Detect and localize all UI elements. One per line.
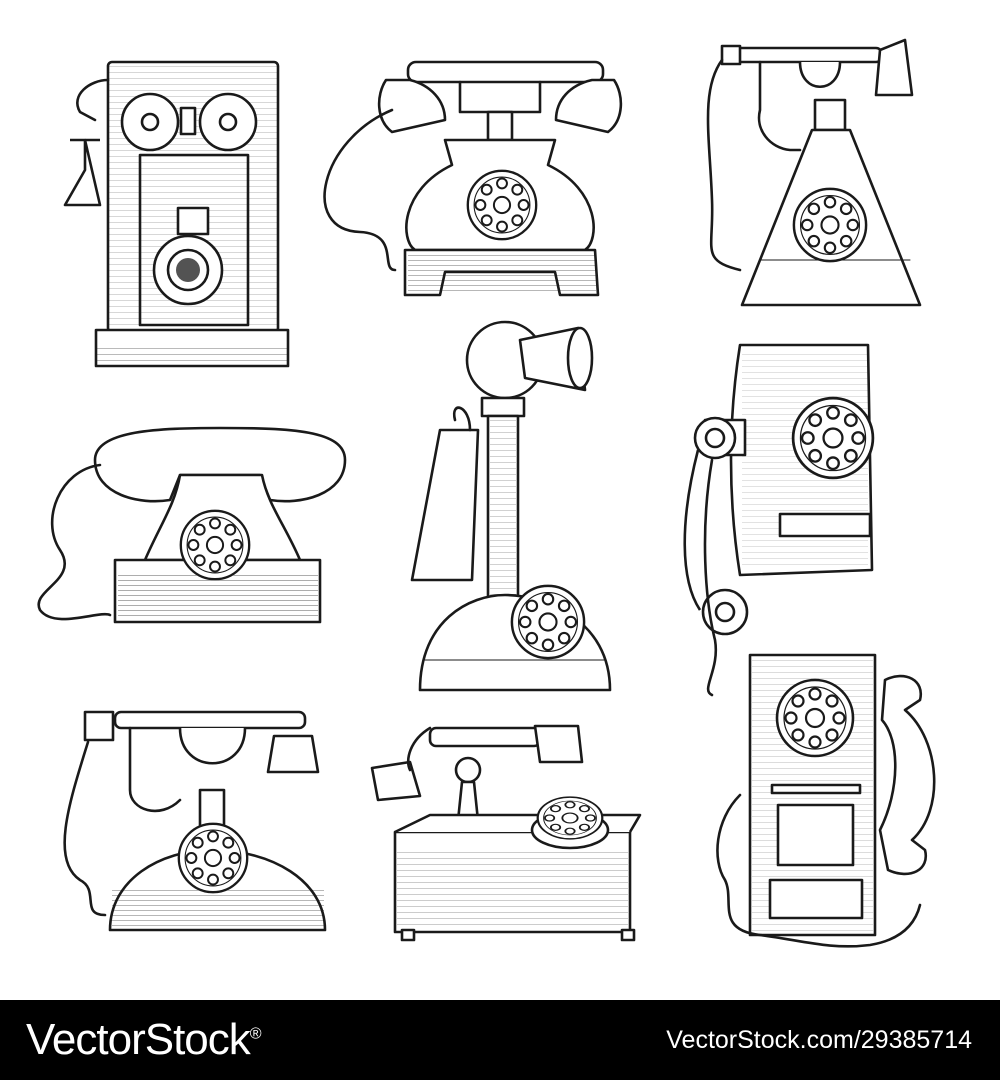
image-credit: VectorStock.com/29385714: [666, 1025, 972, 1054]
cone-base-telephone-with-hook: [706, 38, 922, 307]
wall-crank-telephone: [63, 60, 290, 368]
brand-mark: ®: [249, 1025, 262, 1043]
box-base-cradle-telephone: [370, 724, 642, 942]
brand-logo: VectorStock®: [26, 1015, 262, 1065]
watermark-footer: VectorStock® VectorStock.com/29385714: [0, 1000, 1000, 1080]
wall-payphone-with-side-handset: [716, 653, 936, 948]
cradle-telephone-with-dome-receivers: [323, 60, 623, 297]
rotary-desk-telephone: [37, 426, 347, 624]
candlestick-telephone: [410, 320, 612, 692]
brand-name: VectorStock: [26, 1015, 251, 1064]
wall-rotary-telephone-with-hanging-handset: [683, 343, 875, 697]
illustration-canvas: [37, 38, 936, 948]
dome-base-cradle-telephone: [63, 710, 327, 932]
